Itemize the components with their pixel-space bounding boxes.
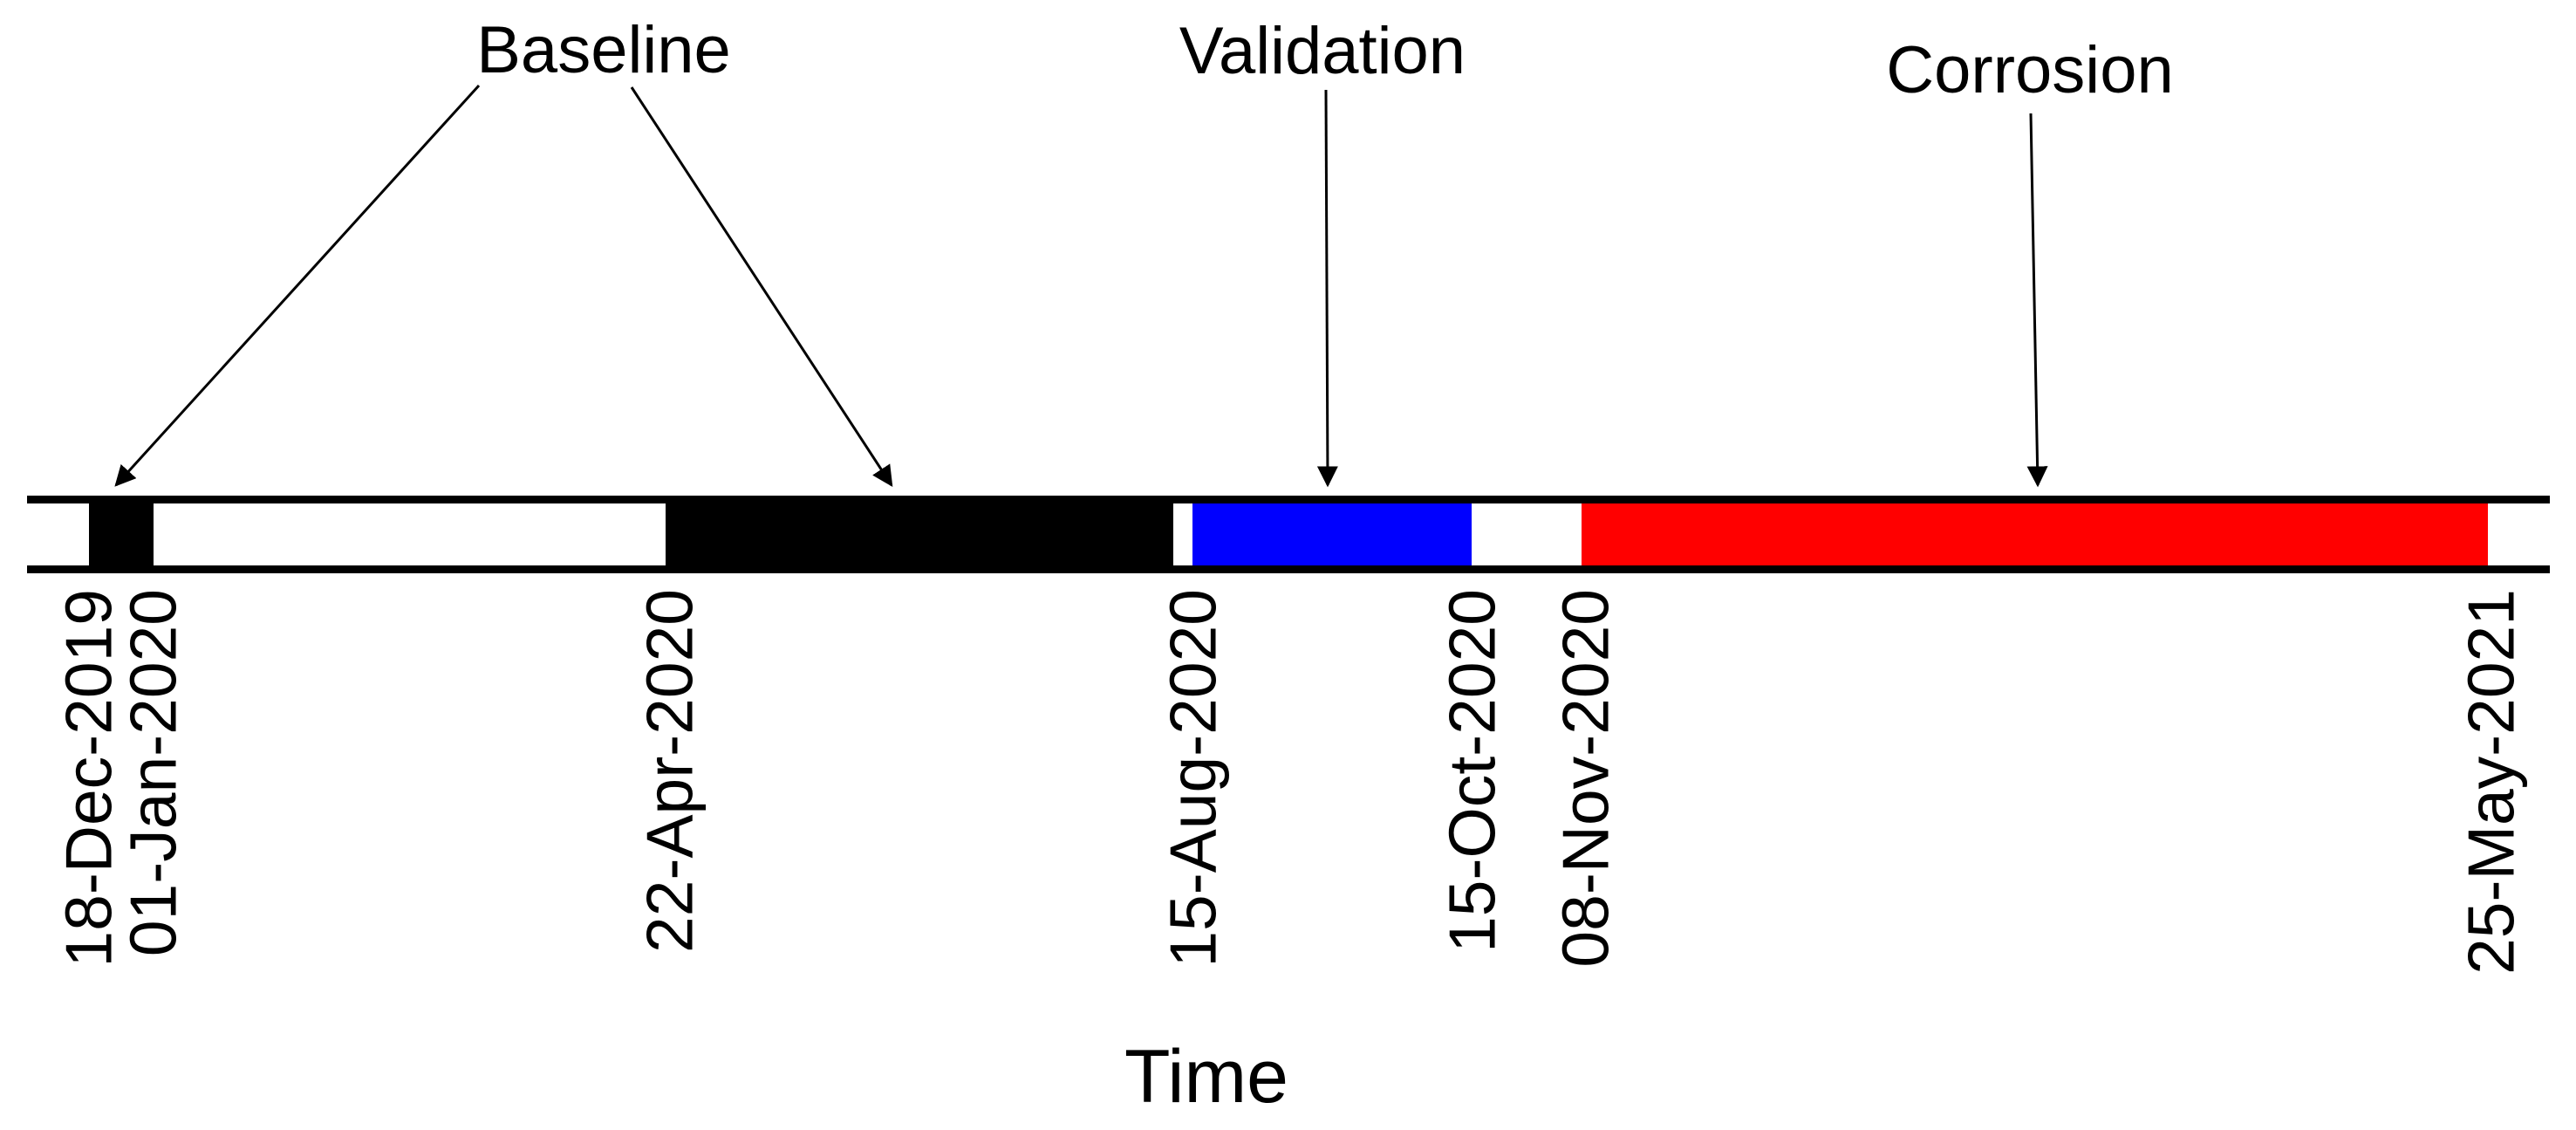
tick-label-15-aug-2020: 15-Aug-2020 <box>1156 589 1230 968</box>
tick-label-15-oct-2020: 15-Oct-2020 <box>1435 589 1509 953</box>
validation-arrow-icon <box>1316 89 1338 488</box>
baseline-arrow-right-icon <box>630 86 893 488</box>
timeline-top-line <box>27 496 2550 503</box>
corrosion-label: Corrosion <box>1886 33 2174 107</box>
tick-label-25-may-2021: 25-May-2021 <box>2454 589 2528 975</box>
tick-label-01-jan-2020: 01-Jan-2020 <box>116 589 190 957</box>
timeline-segment-corrosion <box>1582 497 2488 569</box>
corrosion-arrow-icon <box>2026 113 2048 488</box>
validation-label: Validation <box>1179 14 1466 88</box>
tick-label-22-apr-2020: 22-Apr-2020 <box>632 589 707 953</box>
baseline-arrow-left-icon <box>114 84 481 487</box>
tick-label-18-dec-2019: 18-Dec-2019 <box>51 589 126 968</box>
baseline-label: Baseline <box>476 13 731 87</box>
timeline-segment-baseline-1 <box>89 497 154 569</box>
tick-label-08-nov-2020: 08-Nov-2020 <box>1548 589 1623 968</box>
time-axis-label: Time <box>1124 1035 1288 1119</box>
timeline-bottom-line <box>27 565 2550 573</box>
timeline-segment-validation <box>1192 497 1472 569</box>
timeline-segment-baseline-2 <box>666 497 1173 569</box>
